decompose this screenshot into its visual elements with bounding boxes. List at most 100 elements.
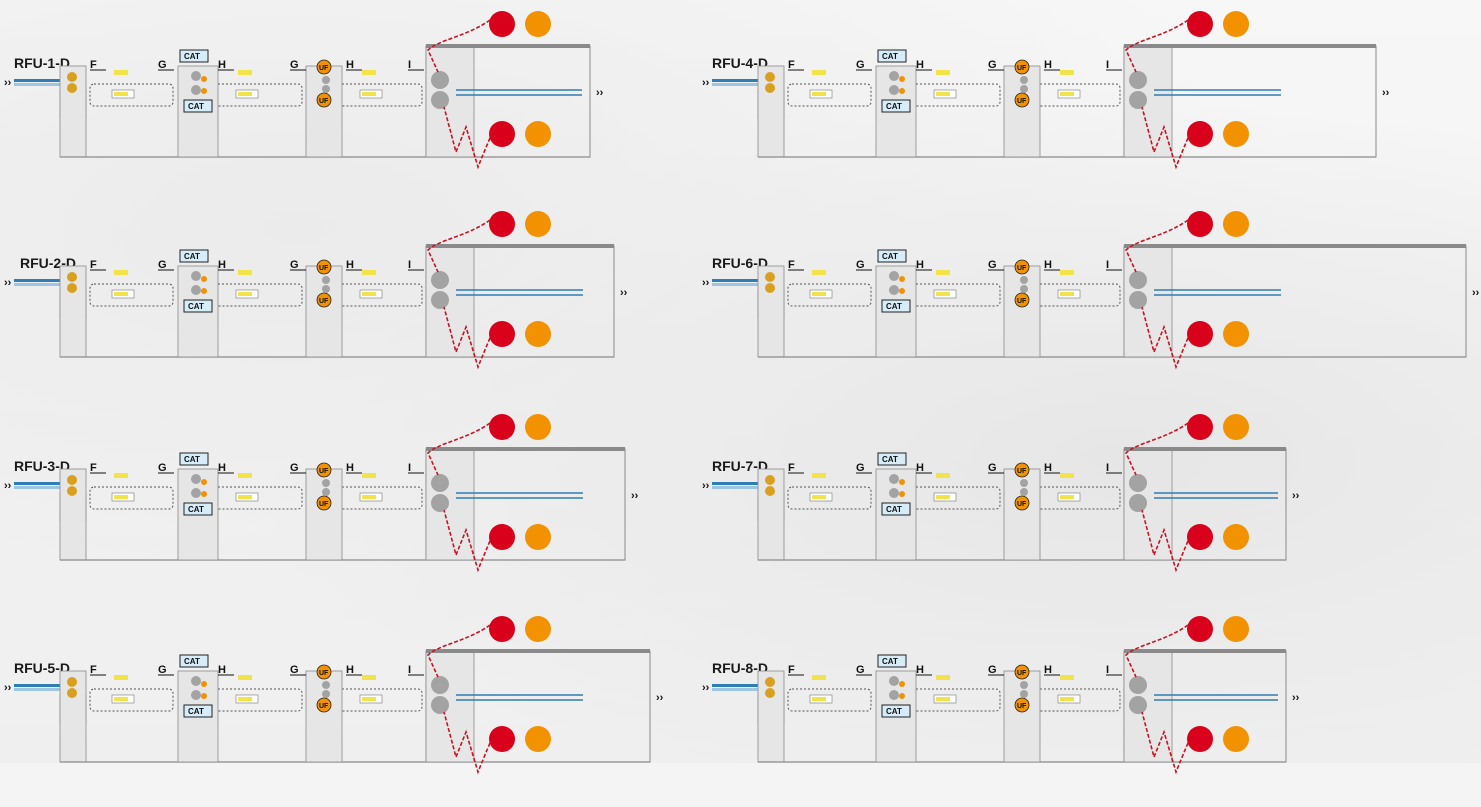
ir-lamp bbox=[114, 292, 128, 296]
zone-label-i: I bbox=[1106, 259, 1109, 271]
outfeed-arrow: ›› bbox=[596, 87, 604, 99]
ir-lamp bbox=[238, 675, 252, 680]
feeder-roll bbox=[765, 688, 775, 698]
roller bbox=[201, 479, 207, 485]
zone-label-f: F bbox=[788, 462, 795, 474]
zone-label-h: H bbox=[218, 259, 226, 271]
cat-label: CAT bbox=[188, 505, 204, 514]
zone-label-h: H bbox=[1044, 259, 1052, 271]
laminator-roll bbox=[1129, 474, 1147, 492]
roller bbox=[899, 479, 905, 485]
zone-label-f: F bbox=[788, 59, 795, 71]
ir-lamp bbox=[812, 697, 826, 701]
ir-lamp bbox=[936, 92, 950, 96]
supply-roll-orange bbox=[1223, 211, 1249, 237]
zone-label-g: G bbox=[856, 664, 865, 676]
feeder-roll bbox=[765, 486, 775, 496]
ir-lamp bbox=[936, 675, 950, 680]
laminator-roll bbox=[1129, 676, 1147, 694]
uf-label: UF bbox=[1017, 703, 1027, 710]
uf-label: UF bbox=[1017, 468, 1027, 475]
supply-roll-orange bbox=[525, 524, 551, 550]
ir-lamp bbox=[362, 697, 376, 701]
ir-lamp bbox=[114, 495, 128, 499]
uf-label: UF bbox=[319, 670, 329, 677]
ir-lamp bbox=[936, 697, 950, 701]
infeed-arrow: ›› bbox=[4, 682, 12, 694]
outfeed-arrow: ›› bbox=[620, 287, 628, 299]
zone-label-i: I bbox=[408, 59, 411, 71]
ir-lamp bbox=[1060, 92, 1074, 96]
ir-lamp bbox=[362, 92, 376, 96]
ir-lamp bbox=[362, 70, 376, 75]
cat-label: CAT bbox=[886, 505, 902, 514]
ir-lamp bbox=[238, 495, 252, 499]
infeed-belt bbox=[712, 79, 758, 82]
supply-roll-red bbox=[1187, 11, 1213, 37]
feeder-roll bbox=[765, 272, 775, 282]
supply-roll-orange bbox=[1223, 616, 1249, 642]
ir-lamp bbox=[812, 70, 826, 75]
supply-roll-orange bbox=[525, 414, 551, 440]
laminator-roll bbox=[1129, 291, 1147, 309]
infeed-belt bbox=[712, 486, 758, 489]
supply-roll-red bbox=[489, 11, 515, 37]
ir-lamp bbox=[114, 70, 128, 75]
zone-label-i: I bbox=[1106, 462, 1109, 474]
feeder-roll bbox=[67, 83, 77, 93]
cat-label: CAT bbox=[882, 52, 898, 61]
ir-lamp bbox=[936, 70, 950, 75]
roller bbox=[1020, 488, 1028, 496]
laminator-roll bbox=[1129, 91, 1147, 109]
cat-label: CAT bbox=[886, 302, 902, 311]
ir-lamp bbox=[1060, 697, 1074, 701]
unit-panel-rfu6: RFU-6-D››CATCATUFUFFGHGHI›› bbox=[706, 212, 1406, 402]
uf-label: UF bbox=[319, 98, 329, 105]
ir-lamp bbox=[362, 675, 376, 680]
zone-label-f: F bbox=[90, 59, 97, 71]
zone-label-h: H bbox=[346, 664, 354, 676]
infeed-belt bbox=[14, 283, 60, 286]
laminator-roll bbox=[431, 271, 449, 289]
ir-lamp bbox=[362, 495, 376, 499]
roller bbox=[1020, 479, 1028, 487]
uf-label: UF bbox=[1017, 65, 1027, 72]
roller bbox=[899, 693, 905, 699]
feeder-roll bbox=[67, 475, 77, 485]
ir-lamp bbox=[1060, 495, 1074, 499]
supply-roll-red bbox=[1187, 616, 1213, 642]
laminator-roll bbox=[431, 71, 449, 89]
roller bbox=[1020, 85, 1028, 93]
ir-lamp bbox=[238, 292, 252, 296]
supply-roll-orange bbox=[525, 321, 551, 347]
roller bbox=[201, 88, 207, 94]
laminator-roll bbox=[431, 91, 449, 109]
zone-label-i: I bbox=[408, 462, 411, 474]
roller bbox=[201, 288, 207, 294]
infeed-belt bbox=[712, 283, 758, 286]
supply-roll-red bbox=[489, 121, 515, 147]
supply-roll-red bbox=[1187, 524, 1213, 550]
zone-label-g: G bbox=[290, 664, 299, 676]
supply-roll-orange bbox=[525, 121, 551, 147]
ir-lamp bbox=[936, 270, 950, 275]
cat-label: CAT bbox=[882, 252, 898, 261]
zone-label-f: F bbox=[788, 259, 795, 271]
roller bbox=[1020, 276, 1028, 284]
ir-lamp bbox=[362, 473, 376, 478]
roller bbox=[201, 693, 207, 699]
cat-label: CAT bbox=[882, 657, 898, 666]
zone-label-g: G bbox=[988, 259, 997, 271]
feeder-roll bbox=[765, 83, 775, 93]
cat-label: CAT bbox=[886, 707, 902, 716]
zone-label-h: H bbox=[916, 664, 924, 676]
uf-label: UF bbox=[319, 65, 329, 72]
unit-panel-rfu8: RFU-8-D››CATCATUFUFFGHGHI›› bbox=[706, 617, 1406, 807]
supply-roll-orange bbox=[1223, 11, 1249, 37]
infeed-belt bbox=[712, 684, 758, 687]
uf-label: UF bbox=[1017, 670, 1027, 677]
outfeed-arrow: ›› bbox=[1292, 490, 1300, 502]
laminator-roll bbox=[1129, 271, 1147, 289]
infeed-arrow: ›› bbox=[702, 682, 710, 694]
